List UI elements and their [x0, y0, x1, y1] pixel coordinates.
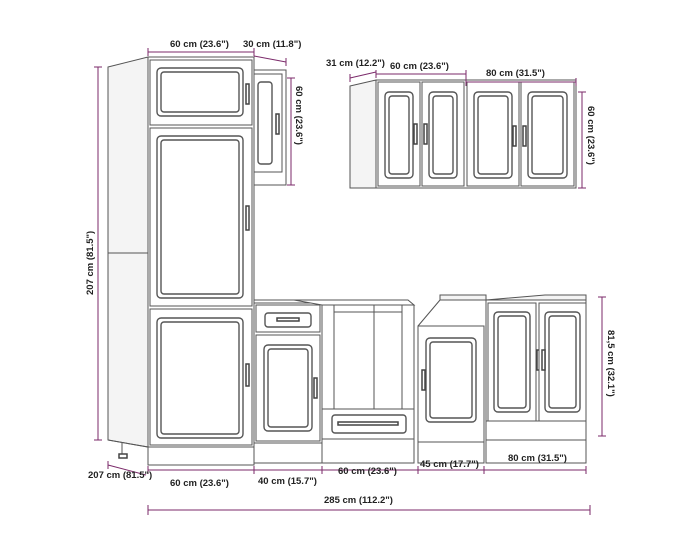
tall-top-door	[149, 59, 253, 126]
label-total-height: 207 cm (81.5")	[85, 231, 96, 295]
wall-cabinets	[349, 79, 577, 189]
label-upper-small-height: 60 cm (23.6")	[293, 86, 304, 145]
label-base-height: 81,5 cm (32.1")	[605, 330, 616, 397]
label-wall-80-width: 80 cm (31.5")	[486, 68, 545, 79]
handle-icon	[245, 205, 250, 231]
label-bottom-40: 40 cm (15.7")	[258, 476, 317, 487]
base-80-door-right	[538, 302, 587, 422]
wall-door-4	[520, 81, 575, 187]
base-80-door-left	[487, 302, 537, 422]
upper-small-cabinet	[253, 69, 287, 186]
handle-icon	[423, 123, 428, 145]
handle-icon	[245, 363, 250, 387]
wall-cabinet-side	[349, 79, 377, 189]
oven-opening	[321, 304, 415, 410]
handle-icon	[522, 125, 527, 147]
wall-door-3	[466, 81, 520, 187]
base-45-door	[417, 325, 485, 443]
label-wall-height: 60 cm (23.6")	[585, 106, 596, 165]
base-cabinet-45	[417, 294, 487, 464]
label-bottom-80: 80 cm (31.5")	[508, 453, 567, 464]
handle-icon	[276, 317, 300, 322]
label-wall-60-width: 60 cm (23.6")	[390, 61, 449, 72]
label-depth: 207 cm (81.5")	[88, 470, 152, 481]
oven-cabinet	[293, 299, 416, 464]
tall-bottom-door	[149, 308, 253, 446]
base-cabinet-80	[485, 294, 587, 464]
handle-icon	[313, 377, 318, 399]
tall-middle-door	[149, 127, 253, 307]
tall-cabinet-side	[107, 56, 149, 448]
handle-icon	[421, 369, 426, 391]
handle-icon	[512, 125, 517, 147]
label-bottom-45: 45 cm (17.7")	[420, 459, 479, 470]
tall-cabinet	[107, 56, 255, 466]
label-bottom-60-oven: 60 cm (23.6")	[338, 466, 397, 477]
label-total-width: 285 cm (112.2")	[324, 495, 393, 506]
label-bottom-60-tall: 60 cm (23.6")	[170, 478, 229, 489]
label-tall-width: 60 cm (23.6")	[170, 39, 229, 50]
label-wall-depth: 31 cm (12.2")	[326, 58, 385, 69]
handle-icon	[337, 421, 399, 426]
handle-icon	[245, 83, 250, 105]
base-cabinet-40	[253, 299, 323, 464]
handle-icon	[413, 123, 418, 145]
handle-icon	[275, 113, 280, 135]
dimension-lines	[94, 48, 606, 515]
base-40-door	[255, 334, 321, 442]
handle-icon	[541, 349, 546, 371]
dimension-labels: 60 cm (23.6") 30 cm (11.8") 60 cm (23.6"…	[85, 39, 616, 506]
label-upper-small-width: 30 cm (11.8")	[243, 39, 301, 50]
